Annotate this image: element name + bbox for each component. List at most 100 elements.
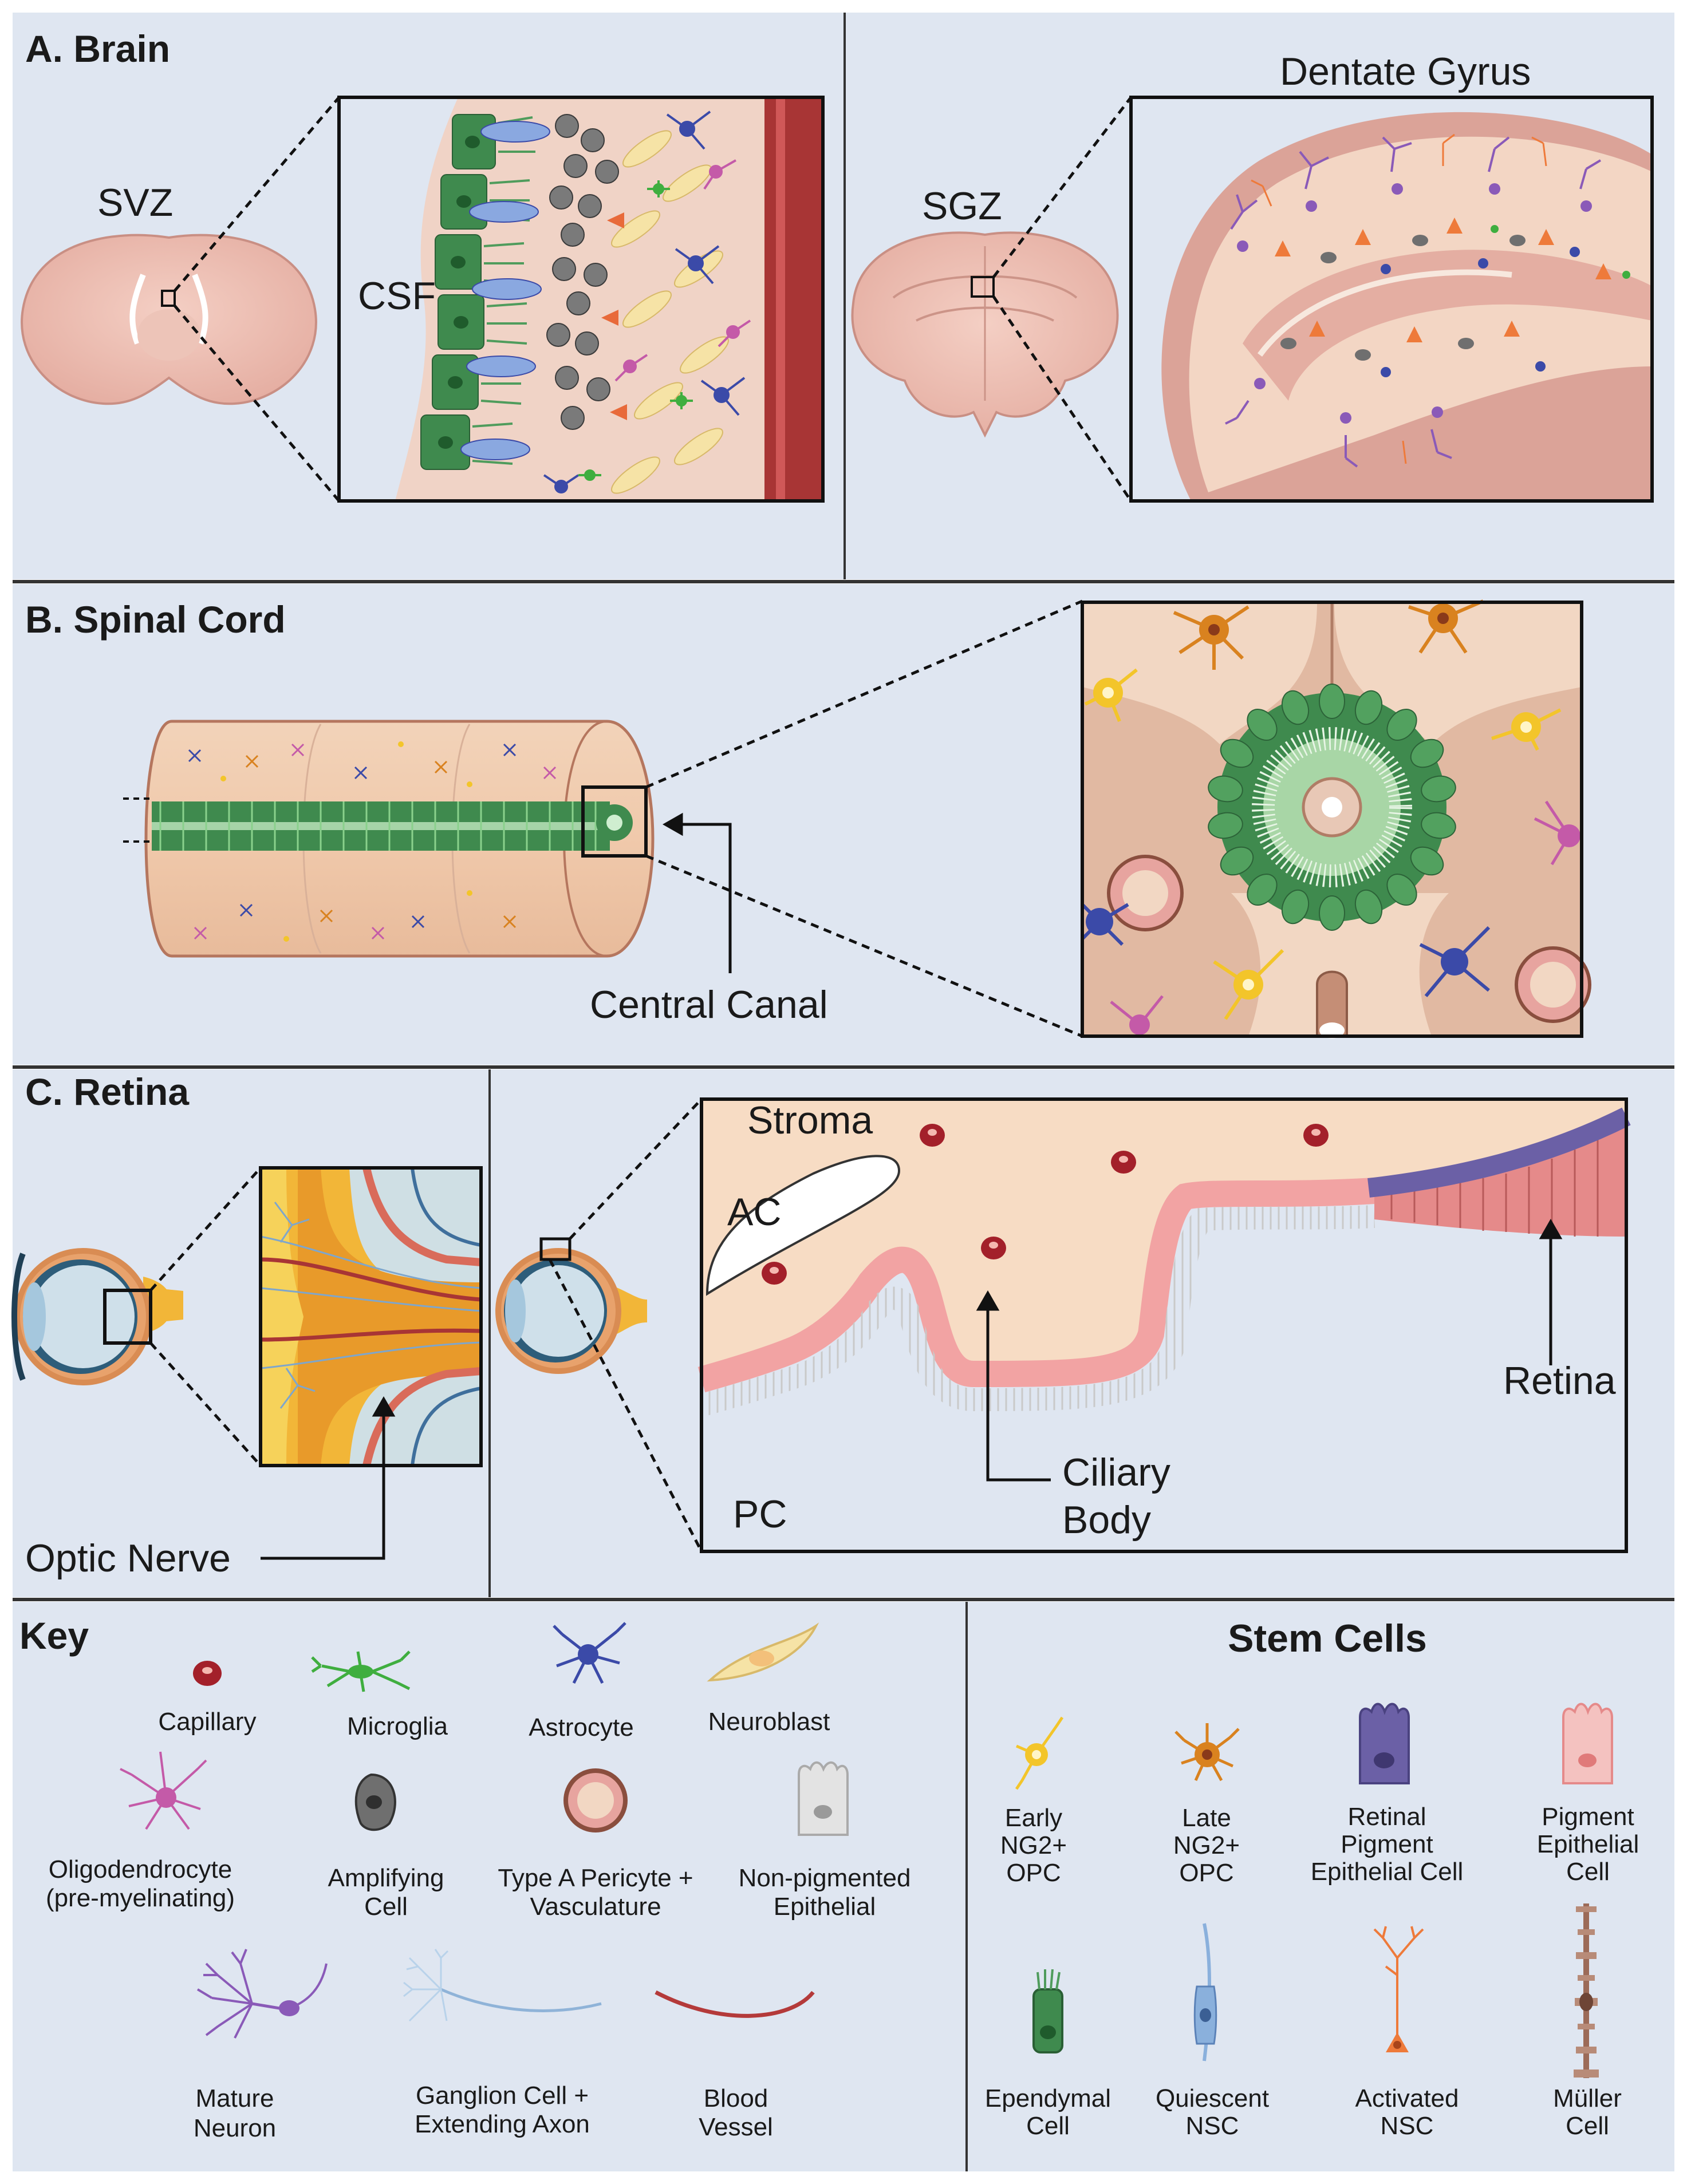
blood-vessel-icon: [655, 1990, 815, 2018]
early-opc-icon: [1015, 1716, 1064, 1790]
retina-label: Retina: [1503, 1359, 1616, 1403]
key-nonpigmented-label-line1: Non-pigmented: [739, 1864, 911, 1892]
ciliary-body-arrow: [976, 1290, 1051, 1482]
microglia-icon: [311, 1650, 411, 1692]
central-canal-arrow: [662, 812, 732, 973]
stem-activated-item: Activated NSC: [1355, 1926, 1459, 2140]
key-mature-neuron-label-line2: Neuron: [194, 2114, 276, 2142]
stem-muller-label-line1: Müller: [1553, 2084, 1622, 2112]
svz-zoom-box: [161, 290, 176, 307]
key-title: Key: [19, 1614, 89, 1657]
oligodendrocyte-icon: [120, 1751, 207, 1830]
svz-label: SVZ: [97, 181, 173, 224]
activated-nsc-icon: [1373, 1926, 1424, 2038]
key-background: [13, 1602, 1674, 2171]
key-pericyte-label-line1: Type A Pericyte +: [498, 1864, 693, 1892]
stem-cells-title: Stem Cells: [1228, 1617, 1427, 1660]
stem-pigment-epithelial-item: Pigment Epithelial Cell: [1537, 1703, 1639, 1886]
optic-nerve-label: Optic Nerve: [25, 1537, 231, 1580]
key-blood-vessel-label-line1: Blood: [704, 2084, 768, 2112]
stem-rpe-label-line2: Pigment: [1341, 1830, 1433, 1858]
svz-brain-section: [21, 234, 317, 405]
stem-muller-item: Müller Cell: [1553, 1903, 1622, 2140]
ciliary-body-label-line2: Body: [1062, 1498, 1151, 1542]
key-pericyte-item: Type A Pericyte + Vasculature: [498, 1768, 693, 1921]
key-ganglion-label-line1: Ganglion Cell +: [416, 2082, 589, 2110]
key-blood-vessel-item: Blood Vessel: [655, 1990, 815, 2141]
dentate-gyrus-label: Dentate Gyrus: [1280, 50, 1531, 93]
key-amplifying-label-line1: Amplifying: [328, 1864, 444, 1892]
ciliary-zoom-box: [539, 1237, 571, 1261]
key-mature-neuron-item: Mature Neuron: [194, 1949, 328, 2142]
key-neuroblast-item: Neuroblast: [707, 1622, 830, 1736]
stem-activated-label-line1: Activated: [1355, 2084, 1459, 2112]
eye-right: [495, 1248, 647, 1374]
dentate-gyrus-inset: [1129, 96, 1654, 503]
key-oligodendrocyte-item: Oligodendrocyte (pre-myelinating): [46, 1751, 235, 1912]
stem-rpe-label-line1: Retinal: [1348, 1803, 1426, 1831]
stem-ependymal-label-line1: Ependymal: [985, 2084, 1111, 2112]
panel-a-title: A. Brain: [25, 27, 170, 70]
central-canal-zoom-box: [581, 785, 648, 858]
key-blood-vessel-label-line2: Vessel: [699, 2113, 773, 2141]
key-microglia-item: Microglia: [311, 1650, 448, 1740]
key-capillary-item: Capillary: [158, 1661, 257, 1736]
stem-late-label-line3: OPC: [1179, 1859, 1233, 1887]
key-astrocyte-label: Astrocyte: [529, 1713, 633, 1741]
stem-ependymal-label-line2: Cell: [1026, 2112, 1070, 2140]
stem-quiescent-item: Quiescent NSC: [1156, 1923, 1269, 2140]
optic-nerve-arrow: [261, 1396, 396, 1560]
key-oligodendrocyte-label-line2: (pre-myelinating): [46, 1884, 235, 1912]
stem-late-label-line1: Late: [1182, 1804, 1231, 1832]
stem-pigment-label-line3: Cell: [1566, 1858, 1610, 1886]
stem-activated-label-line2: NSC: [1381, 2112, 1434, 2140]
retina-arrow: [1539, 1218, 1563, 1365]
mature-neuron-icon: [196, 1949, 328, 2039]
key-oligodendrocyte-label-line1: Oligodendrocyte: [49, 1855, 232, 1883]
optic-nerve-inset: [259, 1166, 483, 1467]
ciliary-zoom-lines: [548, 1098, 703, 1553]
stem-early-label-line2: NG2+: [1000, 1831, 1067, 1859]
stem-pigment-label-line2: Epithelial: [1537, 1830, 1639, 1858]
posterior-chamber-label: PC: [733, 1492, 787, 1536]
retinal-pigment-epithelial-icon: [1359, 1703, 1410, 1784]
key-ganglion-label-line2: Extending Axon: [415, 2110, 590, 2138]
ciliary-body-inset: [697, 1097, 1631, 1553]
optic-nerve-zoom-box: [103, 1289, 152, 1345]
stem-early-label-line3: OPC: [1006, 1859, 1061, 1887]
svz-zoom-lines: [174, 96, 340, 502]
spinal-cord-cylinder: [123, 720, 655, 958]
stem-muller-label-line2: Cell: [1566, 2112, 1609, 2140]
spinal-zoom-lines: [645, 599, 1083, 1038]
stem-rpe-item: Retinal Pigment Epithelial Cell: [1311, 1703, 1463, 1886]
stem-early-opc-item: Early NG2+ OPC: [1000, 1716, 1067, 1887]
panel-c-title: C. Retina: [25, 1071, 190, 1113]
sgz-label: SGZ: [922, 184, 1002, 228]
late-opc-icon: [1174, 1723, 1240, 1782]
stem-quiescent-label-line1: Quiescent: [1156, 2084, 1269, 2112]
anterior-chamber-label: AC: [727, 1190, 781, 1234]
pigment-epithelial-icon: [1562, 1703, 1613, 1784]
svz-inset: [337, 96, 825, 503]
stroma-label: Stroma: [747, 1099, 873, 1142]
spinal-canal-inset: [1081, 599, 1591, 1038]
sgz-brain-section: [851, 231, 1119, 438]
stem-quiescent-label-line2: NSC: [1186, 2112, 1239, 2140]
key-astrocyte-item: Astrocyte: [529, 1622, 634, 1741]
ganglion-cell-icon: [403, 1949, 449, 2022]
sgz-zoom-box: [971, 276, 995, 298]
csf-label: CSF: [358, 274, 436, 318]
ciliary-body-label-line1: Ciliary: [1062, 1451, 1170, 1494]
key-pericyte-label-line2: Vasculature: [530, 1893, 661, 1921]
stem-pigment-label-line1: Pigment: [1542, 1803, 1634, 1831]
astrocyte-icon: [553, 1622, 626, 1684]
panel-b-title: B. Spinal Cord: [25, 598, 286, 641]
ependymal-cell-icon: [1032, 1988, 1063, 2053]
key-neuroblast-label: Neuroblast: [708, 1708, 830, 1736]
key-microglia-label: Microglia: [347, 1712, 448, 1740]
key-amplifying-item: Amplifying Cell: [328, 1773, 444, 1921]
stem-ependymal-item: Ependymal Cell: [985, 1969, 1111, 2140]
key-amplifying-label-line2: Cell: [364, 1893, 408, 1921]
